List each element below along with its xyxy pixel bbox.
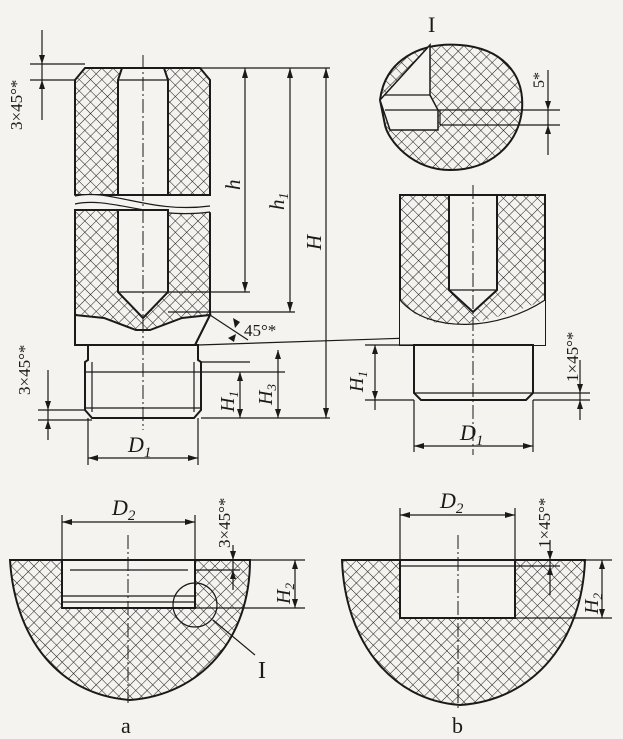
chamfer-b-label: 1×45°* bbox=[563, 332, 582, 382]
dim-H2-b: H2 bbox=[515, 559, 612, 619]
dim-H1-b: H1 bbox=[346, 344, 414, 410]
H1-b-label: H1 bbox=[346, 371, 370, 393]
D2-b-label: D2 bbox=[439, 488, 464, 517]
hole-b bbox=[340, 535, 587, 710]
detail-I-top: I bbox=[378, 12, 524, 172]
dim-D1-b: D1 bbox=[413, 400, 534, 452]
five-label: 5* bbox=[531, 72, 548, 88]
dim-heights-a: h h1 H bbox=[168, 67, 330, 419]
chamfer-bottom-a-label: 3×45°* bbox=[15, 345, 34, 395]
chamfer-top-label: 3×45°* bbox=[7, 80, 26, 130]
caption-a: a bbox=[121, 713, 131, 738]
dim-D1-a: D1 bbox=[87, 418, 199, 465]
H3-label: H3 bbox=[255, 384, 279, 406]
D2-a-label: D2 bbox=[111, 495, 136, 524]
H1-a-label: H1 bbox=[217, 391, 241, 413]
dim-chamfer-a-low: 3×45°* bbox=[195, 498, 240, 590]
caption-b: b bbox=[452, 713, 463, 738]
detail-I-bottom-label: I bbox=[258, 658, 266, 684]
dim-chamfer-bottom-a: 3×45°* bbox=[15, 345, 92, 440]
H2-a-label: H2 bbox=[273, 583, 297, 605]
dim-chamfer-b: 1×45°* bbox=[533, 332, 590, 420]
h1-label: h1 bbox=[265, 193, 292, 211]
dim-angle: 45°* bbox=[209, 314, 276, 342]
hole-a: I bbox=[8, 535, 266, 705]
dim-chamfer-top: 3×45°* bbox=[7, 30, 85, 130]
h-label: h bbox=[221, 180, 245, 191]
detail-I-top-label: I bbox=[428, 12, 435, 37]
D1-b-label: D1 bbox=[459, 420, 483, 449]
dim-h1-h3-a: H1 H3 bbox=[197, 337, 411, 418]
dim-D2-a: D2 bbox=[61, 495, 196, 560]
D1-a-label: D1 bbox=[127, 432, 151, 461]
chamfer-b-low-label: 1×45°* bbox=[535, 498, 554, 548]
dim-H2-a: H2 bbox=[195, 559, 305, 609]
chamfer-a-low-label: 3×45°* bbox=[215, 498, 234, 548]
part-a-upper bbox=[72, 55, 213, 430]
part-b-upper bbox=[399, 185, 546, 455]
H2-b-label: H2 bbox=[581, 593, 605, 615]
dim-five: 5* bbox=[440, 70, 560, 155]
H-label: H bbox=[302, 233, 326, 251]
angle-label: 45°* bbox=[244, 321, 276, 340]
dim-D2-b: D2 bbox=[399, 488, 516, 560]
